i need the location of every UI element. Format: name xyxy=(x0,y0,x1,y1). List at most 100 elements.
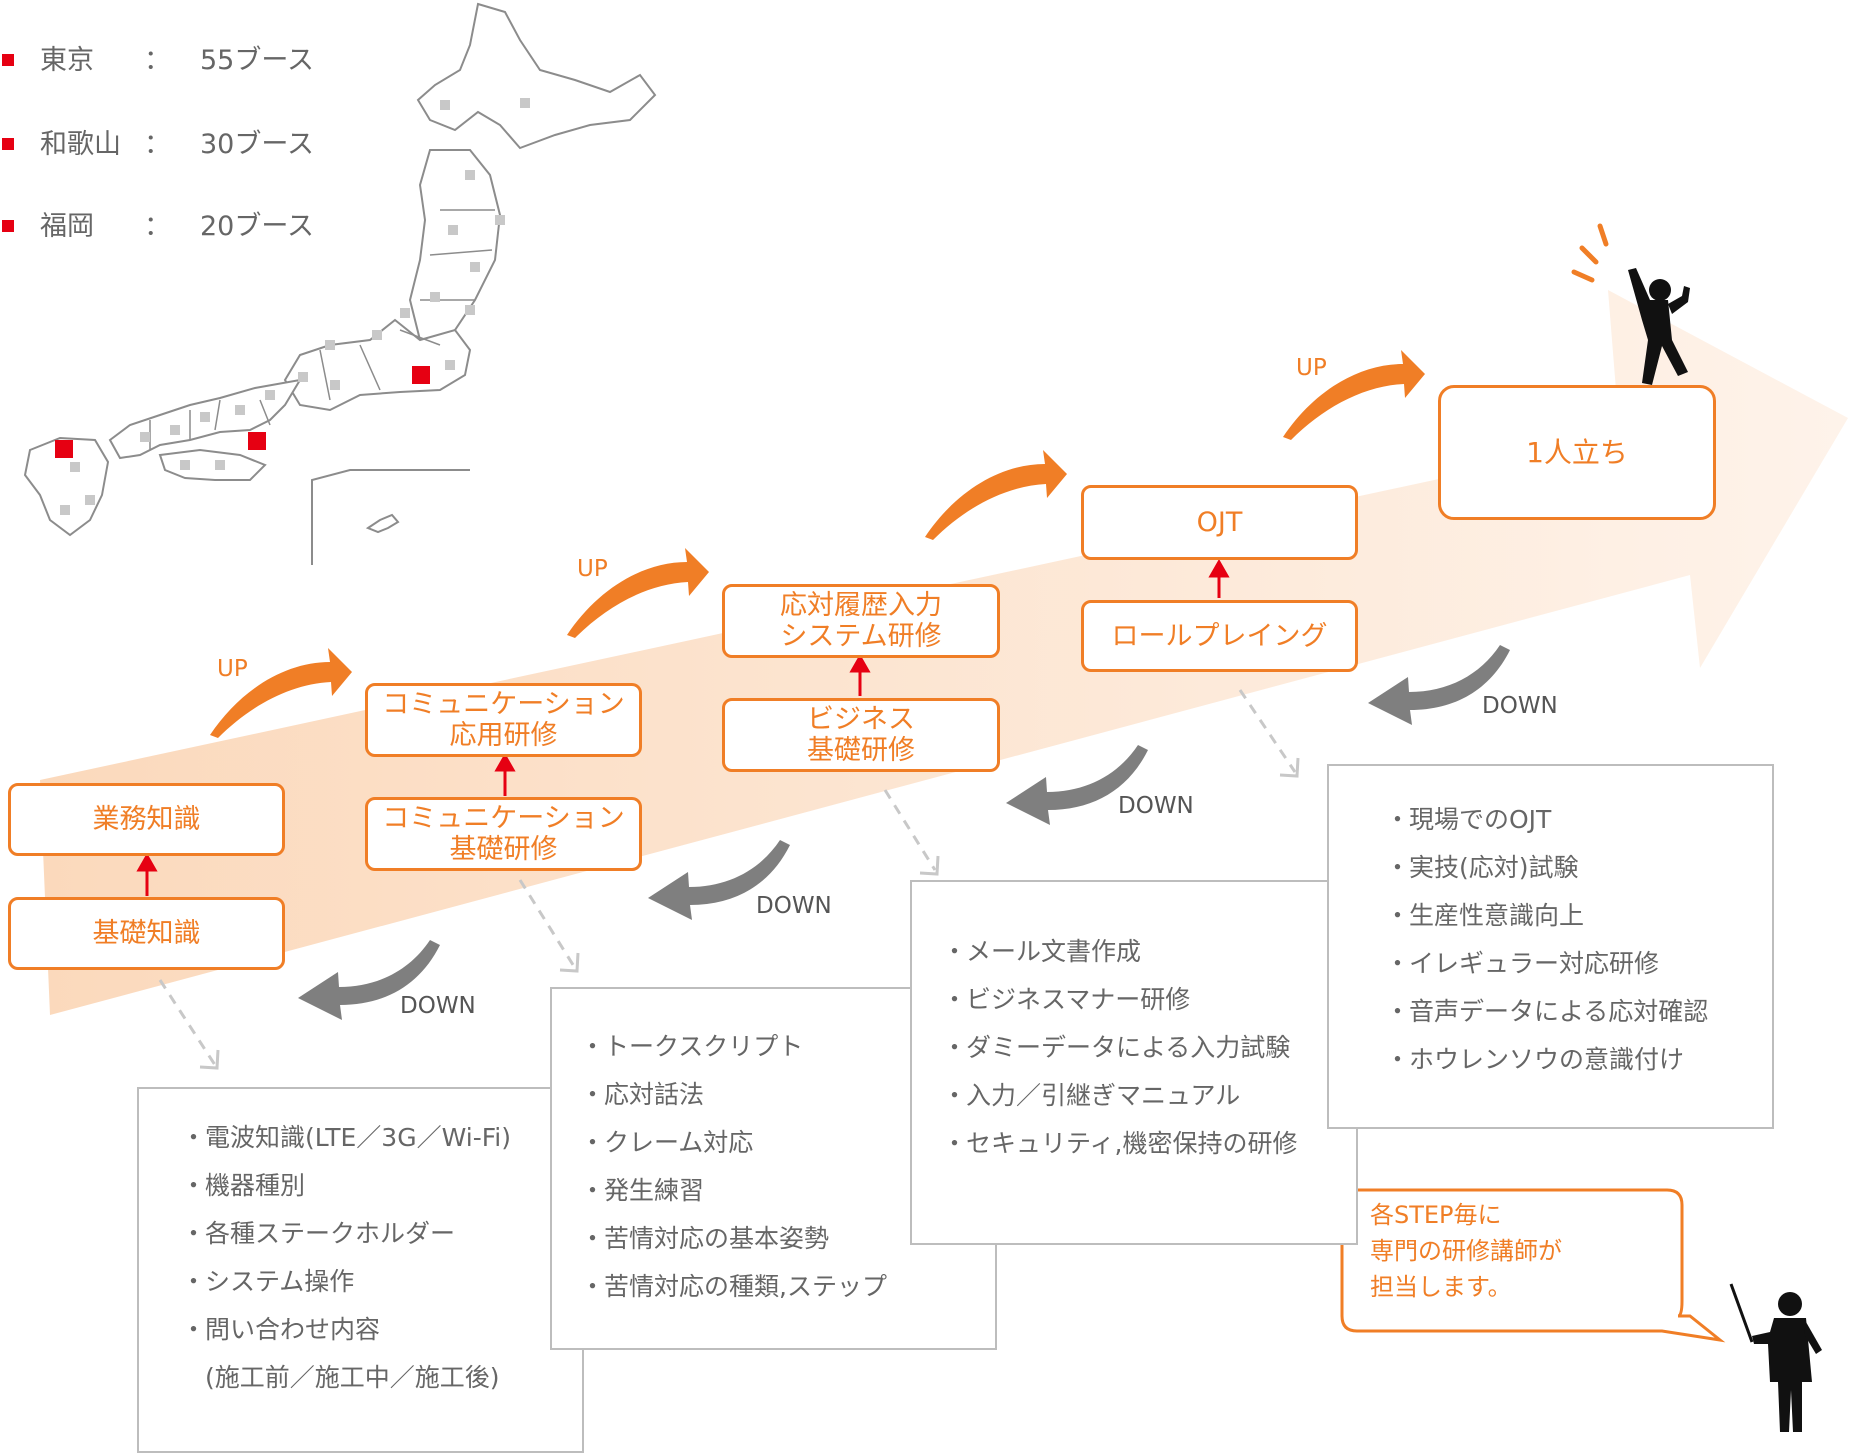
list-item-text: (施工前／施工中／施工後) xyxy=(205,1363,500,1392)
step-connectors xyxy=(136,558,1230,896)
up-label: UP xyxy=(577,556,608,582)
curriculum-panel-3: ・メール文書作成 ・ビジネスマナー研修 ・ダミーデータによる入力試験 ・入力／引… xyxy=(910,880,1358,1245)
bullet: ・ xyxy=(580,1272,606,1301)
down-arrow-3 xyxy=(1006,745,1148,825)
legend-count: 20ブース xyxy=(200,211,315,242)
list-item: ・システム操作 xyxy=(181,1258,582,1306)
legend-colon: ： xyxy=(144,211,171,242)
bullet: ・ xyxy=(580,1032,606,1061)
step-box-gyomu-chishiki: 業務知識 xyxy=(8,783,285,856)
step-box-kiso-chishiki: 基礎知識 xyxy=(8,897,285,970)
list-item: ・ビジネスマナー研修 xyxy=(942,976,1356,1024)
list-item-text: 発生練習 xyxy=(604,1176,705,1205)
list-item-text: 音声データによる応対確認 xyxy=(1409,997,1709,1026)
list-item: ・トークスクリプト xyxy=(580,1023,995,1071)
curriculum-list: ・電波知識(LTE／3G／Wi-Fi) ・機器種別 ・各種ステークホルダー ・シ… xyxy=(139,1089,582,1402)
instructor-icon xyxy=(1729,1283,1822,1432)
speech-bubble-text: 各STEP毎に 専門の研修講師が 担当します。 xyxy=(1370,1201,1562,1301)
list-item: ・ホウレンソウの意識付け xyxy=(1385,1036,1772,1084)
bullet: ・ xyxy=(580,1080,606,1109)
japan-map xyxy=(23,2,657,565)
map-hokkaido xyxy=(416,2,657,150)
map-kyushu xyxy=(23,436,110,537)
list-item-text: 応対話法 xyxy=(604,1080,705,1109)
list-item-text: 各種ステークホルダー xyxy=(205,1219,456,1248)
bullet: ・ xyxy=(181,1267,207,1296)
list-item-text: 現場でのOJT xyxy=(1409,805,1552,834)
step-box-business-kiso: ビジネス 基礎研修 xyxy=(722,698,1000,772)
list-item: ・苦情対応の基本姿勢 xyxy=(580,1215,995,1263)
bullet: ・ xyxy=(1385,805,1411,834)
bullet: ・ xyxy=(942,1129,968,1158)
bullet: ・ xyxy=(942,1081,968,1110)
up-arrow-1 xyxy=(210,648,352,738)
legend-city: 福岡 xyxy=(40,211,94,242)
up-arrows xyxy=(210,350,1425,738)
list-item-text: クレーム対応 xyxy=(604,1128,754,1157)
list-item-text: ホウレンソウの意識付け xyxy=(1409,1045,1685,1074)
curriculum-list: ・メール文書作成 ・ビジネスマナー研修 ・ダミーデータによる入力試験 ・入力／引… xyxy=(912,882,1356,1168)
step-box-goal: 1人立ち xyxy=(1438,385,1716,520)
list-item: ・現場でのOJT xyxy=(1385,796,1772,844)
list-item: ・機器種別 xyxy=(181,1162,582,1210)
bullet: ・ xyxy=(942,1033,968,1062)
bullet: ・ xyxy=(942,985,968,1014)
curriculum-list: ・トークスクリプト ・応対話法 ・クレーム対応 ・発生練習 ・苦情対応の基本姿勢… xyxy=(552,989,995,1311)
list-item: ・苦情対応の種類,ステップ xyxy=(580,1263,995,1311)
list-item-text: 電波知識(LTE／3G／Wi-Fi) xyxy=(205,1123,511,1152)
legend-colon: ： xyxy=(144,45,171,76)
down-arrow-1 xyxy=(298,940,440,1020)
step-label: コミュニケーション 応用研修 xyxy=(382,689,625,751)
step-box-communication-kiso: コミュニケーション 基礎研修 xyxy=(365,797,642,871)
down-label: DOWN xyxy=(756,893,832,919)
list-item: ・応対話法 xyxy=(580,1071,995,1119)
celebrating-person-icon xyxy=(1571,223,1690,385)
list-item: ・各種ステークホルダー xyxy=(181,1210,582,1258)
step-label: 業務知識 xyxy=(92,804,201,835)
curriculum-panel-1: ・電波知識(LTE／3G／Wi-Fi) ・機器種別 ・各種ステークホルダー ・シ… xyxy=(137,1087,584,1453)
legend-marker xyxy=(2,220,14,232)
curriculum-panel-4: ・現場でのOJT ・実技(応対)試験 ・生産性意識向上 ・イレギュラー対応研修 … xyxy=(1327,764,1774,1129)
bullet: ・ xyxy=(1385,901,1411,930)
curriculum-list: ・現場でのOJT ・実技(応対)試験 ・生産性意識向上 ・イレギュラー対応研修 … xyxy=(1329,766,1772,1084)
bullet: ・ xyxy=(181,1123,207,1152)
down-label: DOWN xyxy=(1482,693,1558,719)
step-label: コミュニケーション 基礎研修 xyxy=(382,803,625,865)
step-label: ロールプレイング xyxy=(1111,620,1328,652)
bullet: ・ xyxy=(1385,949,1411,978)
step-box-ojt: OJT xyxy=(1081,485,1358,560)
goal-label: 1人立ち xyxy=(1526,436,1628,469)
step-label: 応対履歴入力 システム研修 xyxy=(780,590,942,652)
legend-city: 和歌山 xyxy=(40,129,121,160)
bullet: ・ xyxy=(181,1219,207,1248)
step-box-role-playing: ロールプレイング xyxy=(1081,600,1358,672)
list-item-text: 入力／引継ぎマニュアル xyxy=(966,1081,1241,1110)
bullet: ・ xyxy=(580,1224,606,1253)
map-okinawa xyxy=(365,513,400,534)
step-label: 基礎知識 xyxy=(92,918,201,949)
bullet: ・ xyxy=(1385,1045,1411,1074)
map-prefecture-markers xyxy=(60,98,530,515)
list-item-text: メール文書作成 xyxy=(966,937,1142,966)
list-item-text: 苦情対応の基本姿勢 xyxy=(604,1224,830,1253)
step-box-communication-oyo: コミュニケーション 応用研修 xyxy=(365,683,642,757)
step-label: ビジネス 基礎研修 xyxy=(807,704,915,766)
bullet: ・ xyxy=(942,937,968,966)
up-arrow-2 xyxy=(567,548,709,638)
up-label: UP xyxy=(217,656,248,682)
list-item-text: セキュリティ,機密保持の研修 xyxy=(966,1129,1298,1158)
list-item-text: 生産性意識向上 xyxy=(1409,901,1585,930)
list-item-text: ダミーデータによる入力試験 xyxy=(966,1033,1291,1062)
legend-marker xyxy=(2,138,14,150)
marker-fukuoka xyxy=(55,440,73,458)
legend-count: 55ブース xyxy=(200,45,315,76)
list-item-text: 苦情対応の種類,ステップ xyxy=(604,1272,887,1301)
up-arrow-4 xyxy=(1283,350,1425,440)
marker-tokyo xyxy=(412,366,430,384)
list-item-text: システム操作 xyxy=(205,1267,355,1296)
map-location-markers xyxy=(55,366,430,458)
list-item-text: 実技(応対)試験 xyxy=(1409,853,1579,882)
map-shikoku xyxy=(158,448,267,481)
down-arrows xyxy=(298,645,1510,1020)
legend-count: 30ブース xyxy=(200,129,315,160)
